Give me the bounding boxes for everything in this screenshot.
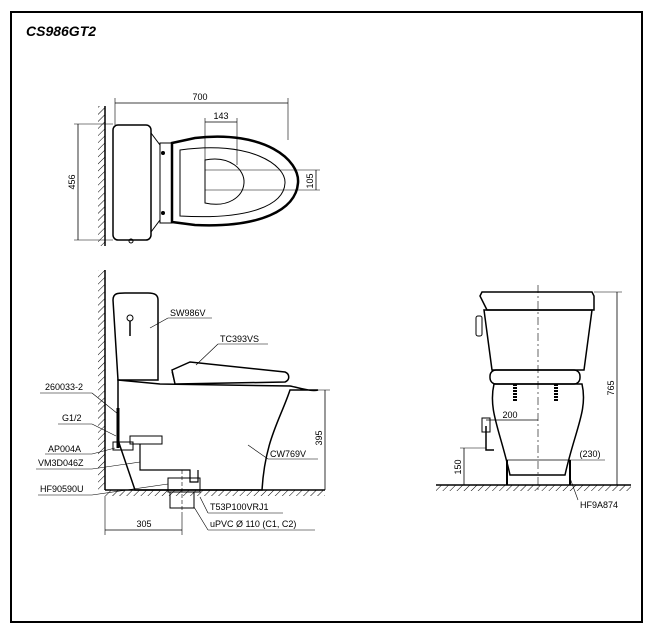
dim-200: 200	[502, 410, 517, 420]
dim-150: 150	[453, 459, 463, 474]
hinge-bolt-2	[161, 211, 165, 215]
dim-230: (230)	[579, 449, 600, 459]
top-bowl-inner	[179, 147, 286, 218]
front-tank-lid	[479, 291, 595, 311]
side-seat-lid	[171, 361, 290, 385]
dim-305: 305	[136, 519, 151, 529]
side-tank	[112, 292, 159, 381]
dim-395: 395	[314, 430, 324, 445]
side-wall-hatch	[98, 270, 105, 490]
front-tank	[483, 309, 593, 371]
side-flex-connector	[129, 435, 163, 445]
model-title: CS986GT2	[26, 23, 97, 39]
label-hf90590u: HF90590U	[40, 484, 84, 494]
label-g12: G1/2	[62, 413, 82, 423]
front-tank-lever	[475, 315, 483, 337]
dim-143: 143	[213, 111, 228, 121]
front-view: 765 200 150 (230) HF9A874	[436, 285, 631, 510]
front-floor-hatch	[436, 485, 631, 491]
top-bowl-outlet	[204, 158, 245, 205]
top-wall-hatch	[98, 106, 105, 246]
label-t53p100vrj1: T53P100VRJ1	[210, 502, 269, 512]
top-tank-button	[128, 238, 134, 244]
drawing-frame	[10, 11, 643, 623]
label-cw769v: CW769V	[270, 449, 306, 459]
side-view: 395 305 SW986V TC393VS 260033-2 G1/2 AP0…	[36, 270, 330, 535]
label-tc393vs: TC393VS	[220, 334, 259, 344]
dim-700: 700	[192, 92, 207, 102]
label-hf9a874: HF9A874	[580, 500, 618, 510]
label-ap004a: AP004A	[48, 444, 81, 454]
front-seat	[489, 369, 581, 385]
top-tank-edge-lower	[150, 219, 161, 233]
top-seat-outline	[170, 135, 300, 227]
label-upvc: uPVC Ø 110 (C1, C2)	[210, 519, 296, 529]
front-supply-valve	[481, 417, 491, 433]
hinge-bolt-1	[161, 151, 165, 155]
front-bowl	[491, 383, 585, 476]
side-floor-hatch	[105, 490, 325, 496]
dim-456: 456	[67, 174, 77, 189]
top-seat-hinge	[159, 142, 173, 224]
label-260033-2: 260033-2	[45, 382, 83, 392]
top-tank	[112, 124, 152, 241]
label-vm3d046z: VM3D046Z	[38, 458, 84, 468]
label-sw986v: SW986V	[170, 308, 206, 318]
top-tank-edge	[150, 132, 161, 146]
dim-105: 105	[305, 173, 315, 188]
dim-765: 765	[606, 380, 616, 395]
top-view: 700 143 456 105	[67, 92, 320, 246]
side-bowl	[117, 379, 319, 491]
